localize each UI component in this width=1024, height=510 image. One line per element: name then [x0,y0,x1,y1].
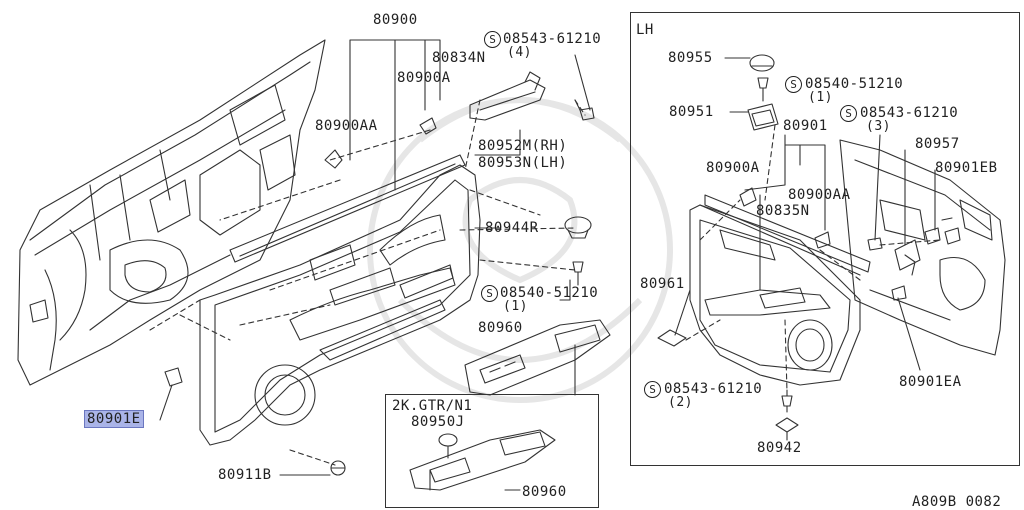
bezel-80951 [747,103,779,131]
door-inner-panel-lh [839,139,1006,356]
screw-symbol-icon: S [785,76,802,93]
label-80955[interactable]: 80955 [668,50,713,66]
label-80900aa-left[interactable]: 80900AA [315,118,378,134]
label-08543-left[interactable]: 08543-61210 [503,31,602,47]
label-80953n[interactable]: 80953N(LH) [478,155,568,171]
label-80911b[interactable]: 80911B [218,467,272,483]
cap-80955 [749,54,775,72]
door-inner-panel [17,39,326,386]
label-80961[interactable]: 80961 [640,276,685,292]
guide-lines-right [685,95,941,393]
clip-80900a-right [739,187,757,207]
qty-08540-right: (1) [808,90,833,105]
clip-80942 [775,417,799,433]
qty-08543-right: (3) [866,119,891,134]
label-08543-bottom[interactable]: 08543-61210 [664,381,763,397]
label-80944r[interactable]: 80944R [485,220,539,236]
cap-80944r [564,216,592,239]
bracket-80957 [894,239,921,276]
leader-lines-left [159,39,591,491]
label-80960-left[interactable]: 80960 [478,320,523,336]
label-80901[interactable]: 80901 [783,118,828,134]
lh-frame [630,12,1020,466]
inset-title: 2K.GTR/N1 [392,398,473,414]
label-08543-right[interactable]: 08543-61210 [860,105,959,121]
clip-80901eb [924,217,961,245]
label-80951[interactable]: 80951 [669,104,714,120]
label-80901eb[interactable]: 80901EB [935,160,998,176]
clip-80901ea [891,285,907,301]
label-80952m[interactable]: 80952M(RH) [478,138,568,154]
label-80834n[interactable]: 80834N [432,50,486,66]
leader-lines-right [674,57,936,441]
screw-symbol-icon: S [481,285,498,302]
screw-symbol-icon: S [644,381,661,398]
screw-08540-right [757,77,769,97]
inset-switch-panel [409,429,556,491]
label-80900[interactable]: 80900 [373,12,418,28]
label-80900aa-right[interactable]: 80900AA [788,187,851,203]
switch-panel-80960 [464,319,611,396]
screw-08540-left [572,261,584,286]
clip-80900aa-left [324,149,343,169]
door-trim-panel-rh [199,164,481,446]
weatherstrip [229,154,466,263]
label-80950j[interactable]: 80950J [411,414,465,430]
label-80900a-left[interactable]: 80900A [397,70,451,86]
inset-frame [385,394,599,508]
screw-symbol-icon: S [840,105,857,122]
clip-80901e [164,367,183,387]
clip-80900a-left [419,117,437,135]
label-80960-inset[interactable]: 80960 [522,484,567,500]
label-80957[interactable]: 80957 [915,136,960,152]
screw-08543-left [574,99,595,121]
clip-80911b [330,460,346,476]
clip-80900aa-right [814,231,831,249]
watermark-emblem [367,97,673,403]
lh-title: LH [636,22,654,38]
diagram-code: A809B 0082 [912,494,1002,510]
label-80835n[interactable]: 80835N [756,203,810,219]
qty-08543-left: (4) [507,45,532,60]
qty-08543-bottom: (2) [668,395,693,410]
label-80901ea[interactable]: 80901EA [899,374,962,390]
qty-08540-left: (1) [503,299,528,314]
screw-symbol-icon: S [484,31,501,48]
screw-08543-bottom [781,395,793,413]
bracket-80952m [469,71,546,121]
label-08540-right[interactable]: 08540-51210 [805,76,904,92]
label-08540-left[interactable]: 08540-51210 [500,285,599,301]
screw-08543-right [867,237,883,251]
label-80942[interactable]: 80942 [757,440,802,456]
label-80900a-right[interactable]: 80900A [706,160,760,176]
label-80901e[interactable]: 80901E [84,410,144,428]
guide-lines-left [149,99,586,466]
pad-80961 [657,329,687,347]
